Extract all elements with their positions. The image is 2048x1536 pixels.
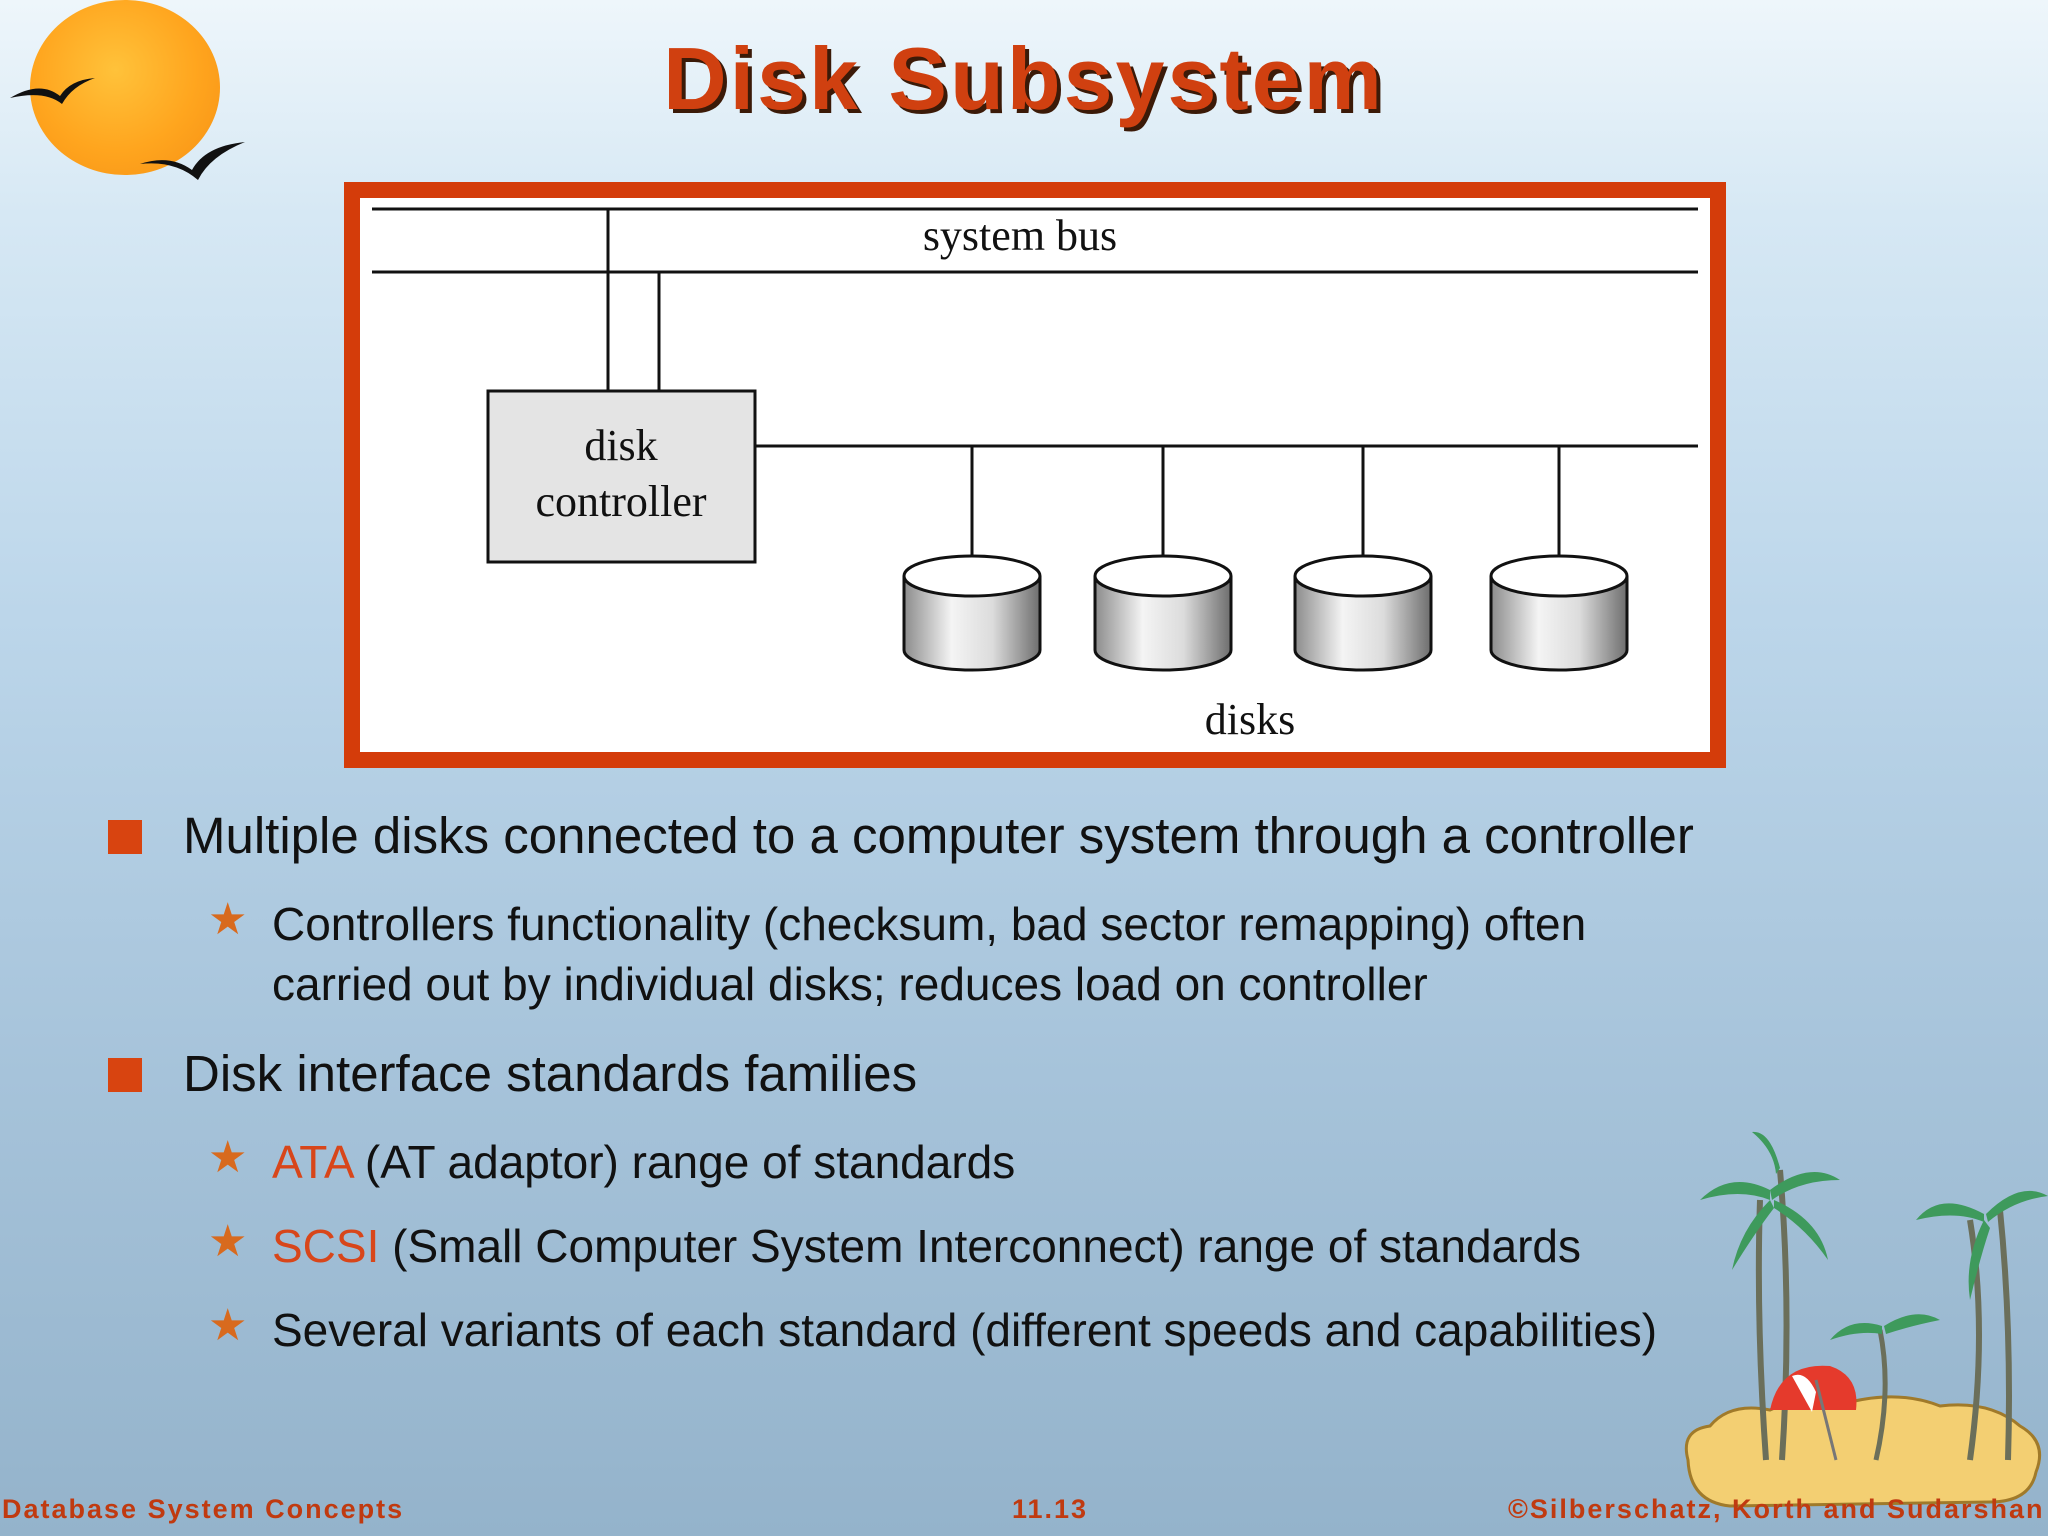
star-bullet-icon: ★ — [208, 1301, 248, 1350]
disk-1 — [902, 446, 1042, 672]
disk-4 — [1489, 446, 1629, 672]
controller-label-line2: controller — [535, 477, 706, 526]
star-bullet-icon: ★ — [208, 1133, 248, 1182]
bullet-2-sub-3: Several variants of each standard (diffe… — [272, 1304, 1658, 1356]
bullet-2-sub-1: ATA (AT adaptor) range of standards — [272, 1132, 1015, 1192]
ata-description: (AT adaptor) range of standards — [352, 1136, 1016, 1188]
disks-label: disks — [1205, 695, 1295, 744]
disk-subsystem-figure: system bus disk controller — [344, 182, 1726, 768]
footer-copyright: ©Silberschatz, Korth and Sudarshan — [1508, 1494, 2045, 1524]
disk-2 — [1093, 446, 1233, 672]
palm-island-icon — [1684, 1131, 2048, 1508]
star-bullet-icon: ★ — [208, 895, 248, 944]
sun-icon — [30, 0, 220, 175]
scsi-description: (Small Computer System Interconnect) ran… — [379, 1220, 1582, 1272]
scsi-term: SCSI — [272, 1220, 380, 1272]
system-bus — [372, 207, 1698, 274]
bullet-1-sub-1-line2: carried out by individual disks; reduces… — [272, 958, 1428, 1010]
ata-term: ATA — [272, 1136, 353, 1188]
birds-icon — [10, 78, 245, 180]
disk-controller-box — [486, 389, 757, 564]
bullet-list: Multiple disks connected to a computer s… — [108, 807, 1694, 1356]
disk-3 — [1293, 446, 1433, 672]
square-bullet-icon — [108, 1058, 142, 1092]
bullet-2-sub-2: SCSI (Small Computer System Interconnect… — [272, 1216, 1581, 1276]
bullet-2-text: Disk interface standards families — [183, 1045, 918, 1102]
footer-page-number: 11.13 — [1012, 1494, 1089, 1524]
bullet-1-text: Multiple disks connected to a computer s… — [183, 807, 1694, 864]
diagram-canvas: system bus disk controller — [372, 207, 1698, 744]
system-bus-label: system bus — [923, 211, 1117, 260]
square-bullet-icon — [108, 820, 142, 854]
controller-label-line1: disk — [584, 421, 657, 470]
star-bullet-icon: ★ — [208, 1217, 248, 1266]
footer-course-title: Database System Concepts — [2, 1494, 405, 1524]
slide-title: Disk Subsystem — [663, 29, 1385, 128]
bullet-1-sub-1-line1: Controllers functionality (checksum, bad… — [272, 898, 1587, 950]
